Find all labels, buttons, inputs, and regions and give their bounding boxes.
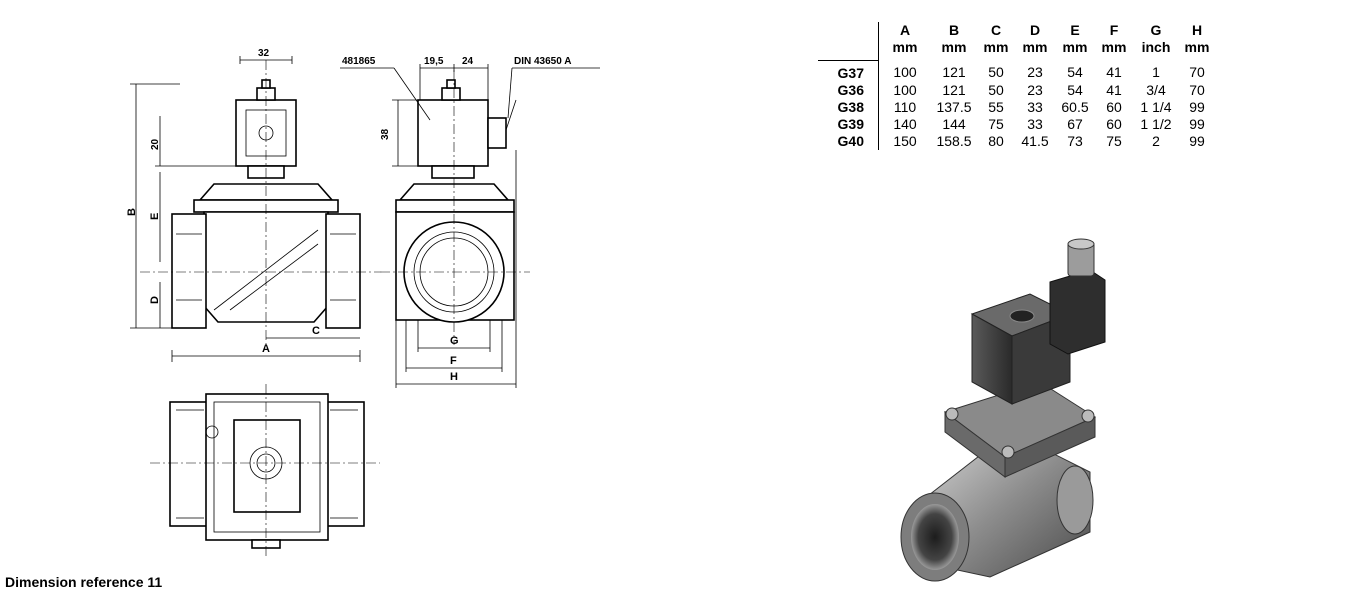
table-cell: 33 [1027, 115, 1043, 132]
dimension-label-481865: 481865 [342, 56, 376, 67]
dimension-label-24: 24 [462, 56, 474, 67]
table-cell: 41.5 [1021, 132, 1049, 149]
table-cell: 110 [893, 98, 917, 115]
table-cell: 50 [988, 81, 1004, 98]
dimension-label-h: H [450, 371, 458, 383]
table-cell: 100 [893, 81, 917, 98]
table-cell: 158.5 [936, 132, 972, 149]
table-cell: 50 [988, 64, 1004, 81]
table-cell: 23 [1027, 81, 1043, 98]
dimension-label-b: B [126, 208, 138, 216]
table-cell: 100 [893, 64, 917, 81]
dimension-label-32: 32 [258, 48, 270, 59]
solenoid-valve-photo [900, 238, 1106, 582]
table-cell: 80 [988, 132, 1004, 149]
table-cell: 3/4 [1146, 81, 1166, 98]
dimension-label-d: D [149, 296, 161, 304]
row-model: G37 [818, 59, 879, 82]
table-cell: 55 [988, 98, 1004, 115]
table-cell: 150 [893, 132, 917, 149]
table-cell: 144 [942, 115, 966, 132]
table-cell: 137.5 [936, 98, 972, 115]
figure-caption: Dimension reference 11 [5, 574, 163, 590]
dimension-label-38: 38 [380, 128, 391, 140]
dimension-label-c: C [312, 325, 320, 337]
front-view-drawing: 32 B 20 E D C A [126, 48, 380, 362]
table-cell: 33 [1027, 98, 1043, 115]
row-model: G38 [818, 98, 879, 116]
table-cell: 99 [1189, 132, 1205, 149]
table-cell: 1 1/2 [1140, 115, 1172, 132]
table-row: G39 140 144 75 33 67 60 1 1/2 99 [818, 115, 1215, 133]
row-model: G39 [818, 115, 879, 133]
table-cell: 73 [1067, 132, 1083, 149]
table-cell: 2 [1152, 132, 1160, 149]
table-cell: 75 [1106, 132, 1122, 149]
table-cell: 60 [1106, 98, 1122, 115]
row-model: G36 [818, 81, 879, 99]
table-cell: 1 [1152, 64, 1160, 81]
dimension-label-e: E [149, 213, 161, 220]
row-model: G40 [818, 132, 879, 150]
dimension-label-f: F [450, 355, 457, 367]
table-cell: 67 [1067, 115, 1083, 132]
table-cell: 99 [1189, 98, 1205, 115]
table-corner-cell [818, 22, 879, 60]
table-cell: 70 [1189, 81, 1205, 98]
table-cell: 60.5 [1061, 98, 1089, 115]
table-row: G37 100 121 50 23 54 41 1 70 [818, 59, 1215, 82]
table-cell: 140 [893, 115, 917, 132]
table-cell: 121 [942, 64, 966, 81]
table-row: G40 150 158.5 80 41.5 73 75 2 99 [818, 132, 1215, 150]
dimension-label-a: A [262, 343, 270, 355]
table-cell: 60 [1106, 115, 1122, 132]
table-row: G36 100 121 50 23 54 41 3/4 70 [818, 81, 1215, 99]
table-cell: 54 [1067, 64, 1083, 81]
table-cell: 121 [942, 81, 966, 98]
dimension-label-g: G [450, 335, 459, 347]
table-cell: 70 [1189, 64, 1205, 81]
top-view-drawing [150, 384, 380, 556]
table-cell: 75 [988, 115, 1004, 132]
table-cell: 99 [1189, 115, 1205, 132]
table-cell: 1 1/4 [1140, 98, 1172, 115]
table-cell: 23 [1027, 64, 1043, 81]
table-cell: 54 [1067, 81, 1083, 98]
side-view-drawing: 481865 19,5 24 DIN 43650 A 38 G F H [340, 56, 600, 388]
dimension-label-19-5: 19,5 [424, 56, 444, 67]
table-cell: 41 [1106, 81, 1122, 98]
dimension-label-20: 20 [150, 138, 161, 150]
technical-drawing: 32 B 20 E D C A [126, 48, 600, 556]
dimension-label-din: DIN 43650 A [514, 56, 571, 67]
table-row: G38 110 137.5 55 33 60.5 60 1 1/4 99 [818, 98, 1215, 116]
table-cell: 41 [1106, 64, 1122, 81]
